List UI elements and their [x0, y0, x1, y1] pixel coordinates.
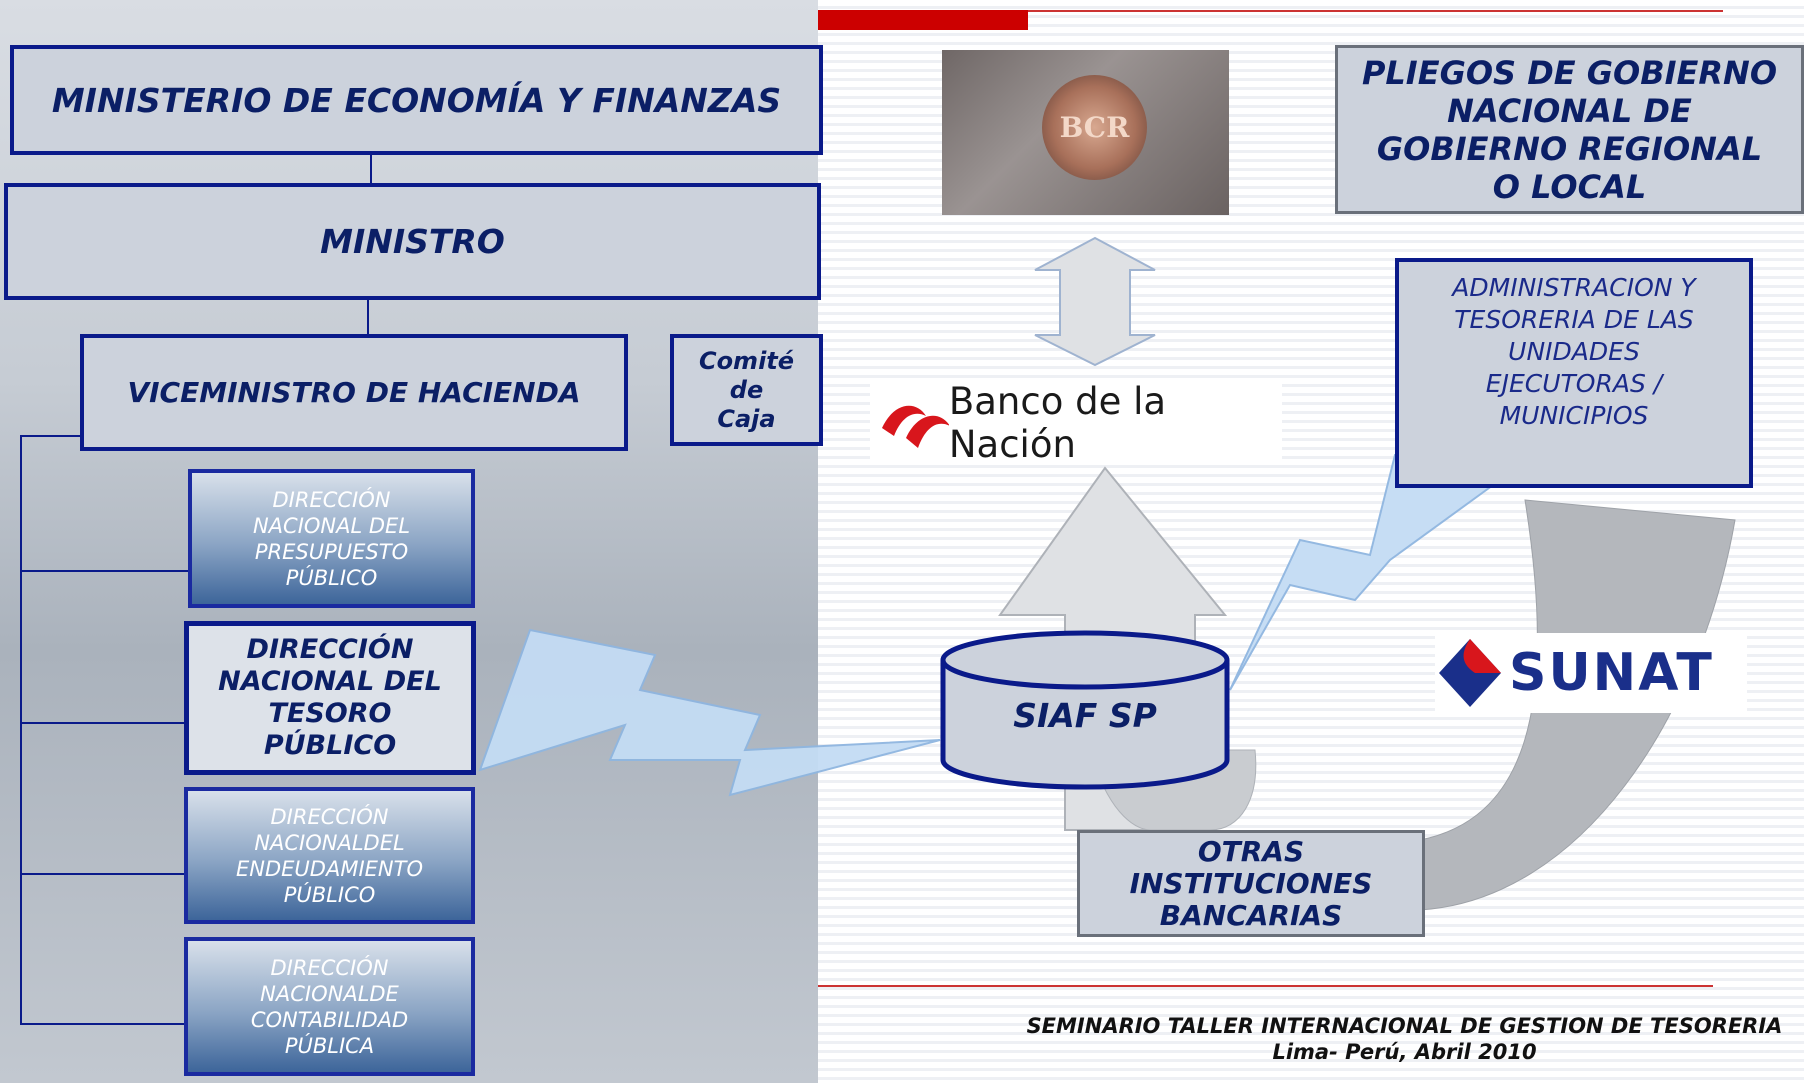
dnep-box: DIRECCIÓN NACIONALDEL ENDEUDAMIENTO PÚBL…	[184, 787, 475, 924]
dnep-line: DIRECCIÓN	[270, 804, 389, 829]
connector	[20, 873, 185, 875]
connector	[367, 300, 369, 335]
viceminister-box: VICEMINISTRO DE HACIENDA	[80, 334, 628, 451]
dnpp-line: DIRECCIÓN	[272, 487, 391, 512]
otras-line: BANCARIAS	[1159, 898, 1343, 932]
dnep-line: PÚBLICO	[283, 882, 376, 907]
footer-line1: SEMINARIO TALLER INTERNACIONAL DE GESTIO…	[1026, 1014, 1783, 1038]
siaf-label: SIAF SP	[943, 690, 1227, 740]
sunat-logo: SUNAT	[1435, 633, 1747, 713]
dncp-line: NACIONALDE	[260, 981, 399, 1006]
dntp-line: NACIONAL DEL	[218, 666, 442, 697]
committee-line: Comité	[698, 346, 795, 375]
banco-nacion-logo: Banco de la Nación	[870, 379, 1282, 466]
otras-line: INSTITUCIONES	[1129, 866, 1373, 900]
connector	[20, 435, 22, 1025]
dncp-line: CONTABILIDAD	[250, 1007, 409, 1032]
minister-label: MINISTRO	[320, 222, 505, 261]
minister-box: MINISTRO	[4, 183, 821, 300]
dnpp-box: DIRECCIÓN NACIONAL DEL PRESUPUESTO PÚBLI…	[188, 469, 475, 608]
ministry-box: MINISTERIO DE ECONOMÍA Y FINANZAS	[10, 45, 823, 155]
banco-nacion-icon	[882, 405, 949, 448]
dnpp-line: NACIONAL DEL	[252, 513, 411, 538]
bottom-red-line	[818, 985, 1713, 987]
admin-line: TESORERIA DE LAS	[1454, 305, 1694, 334]
otras-line: OTRAS	[1197, 834, 1305, 868]
viceminister-label: VICEMINISTRO DE HACIENDA	[127, 376, 581, 409]
pliegos-line: NACIONAL DE	[1447, 91, 1692, 130]
bcr-emblem: BCR	[1042, 75, 1147, 180]
bcr-emblem-text: BCR	[1059, 111, 1130, 144]
dntp-box: DIRECCIÓN NACIONAL DEL TESORO PÚBLICO	[184, 621, 476, 775]
sunat-icon	[1439, 639, 1501, 707]
red-accent-line	[1028, 10, 1723, 12]
connector	[370, 155, 372, 185]
lightning-bolt	[478, 628, 941, 797]
siaf-cylinder-top	[940, 630, 1230, 690]
sunat-text: SUNAT	[1509, 643, 1714, 703]
dnep-line: NACIONALDEL	[254, 830, 405, 855]
admin-line: MUNICIPIOS	[1499, 401, 1649, 430]
ministry-label: MINISTERIO DE ECONOMÍA Y FINANZAS	[51, 80, 782, 120]
committee-box: Comité de Caja	[670, 334, 823, 446]
dncp-line: DIRECCIÓN	[270, 955, 389, 980]
admin-line: UNIDADES	[1508, 337, 1640, 366]
dnpp-line: PÚBLICO	[285, 565, 378, 590]
connector	[20, 570, 190, 572]
double-arrow	[1034, 236, 1156, 367]
dnep-line: ENDEUDAMIENTO	[236, 856, 423, 881]
footer-line2: Lima- Perú, Abril 2010	[1272, 1040, 1537, 1064]
footer: SEMINARIO TALLER INTERNACIONAL DE GESTIO…	[1005, 1013, 1804, 1065]
dntp-line: DIRECCIÓN	[246, 634, 414, 665]
dnpp-line: PRESUPUESTO	[254, 539, 409, 564]
siaf-text: SIAF SP	[1013, 695, 1157, 735]
pliegos-box: PLIEGOS DE GOBIERNO NACIONAL DE GOBIERNO…	[1335, 45, 1804, 214]
dntp-line: PÚBLICO	[263, 730, 397, 761]
admin-box: ADMINISTRACION Y TESORERIA DE LAS UNIDAD…	[1395, 258, 1753, 488]
red-accent-bar	[818, 10, 1028, 30]
committee-line: Caja	[717, 404, 776, 433]
connector	[20, 1023, 185, 1025]
admin-line: ADMINISTRACION Y	[1452, 273, 1696, 302]
bcr-photo: BCR	[942, 50, 1229, 215]
admin-line: EJECUTORAS /	[1485, 369, 1663, 398]
otras-box: OTRAS INSTITUCIONES BANCARIAS	[1077, 830, 1425, 937]
pliegos-line: GOBIERNO REGIONAL	[1376, 129, 1763, 168]
dncp-box: DIRECCIÓN NACIONALDE CONTABILIDAD PÚBLIC…	[184, 937, 475, 1076]
connector	[20, 722, 185, 724]
committee-line: de	[729, 375, 764, 404]
dncp-line: PÚBLICA	[284, 1033, 375, 1058]
pliegos-line: O LOCAL	[1492, 167, 1647, 206]
dntp-line: TESORO	[268, 698, 392, 729]
pliegos-line: PLIEGOS DE GOBIERNO	[1361, 53, 1778, 92]
banco-nacion-text: Banco de la Nación	[948, 379, 1167, 466]
connector	[20, 435, 80, 437]
siaf-cylinder-body	[940, 660, 1230, 790]
